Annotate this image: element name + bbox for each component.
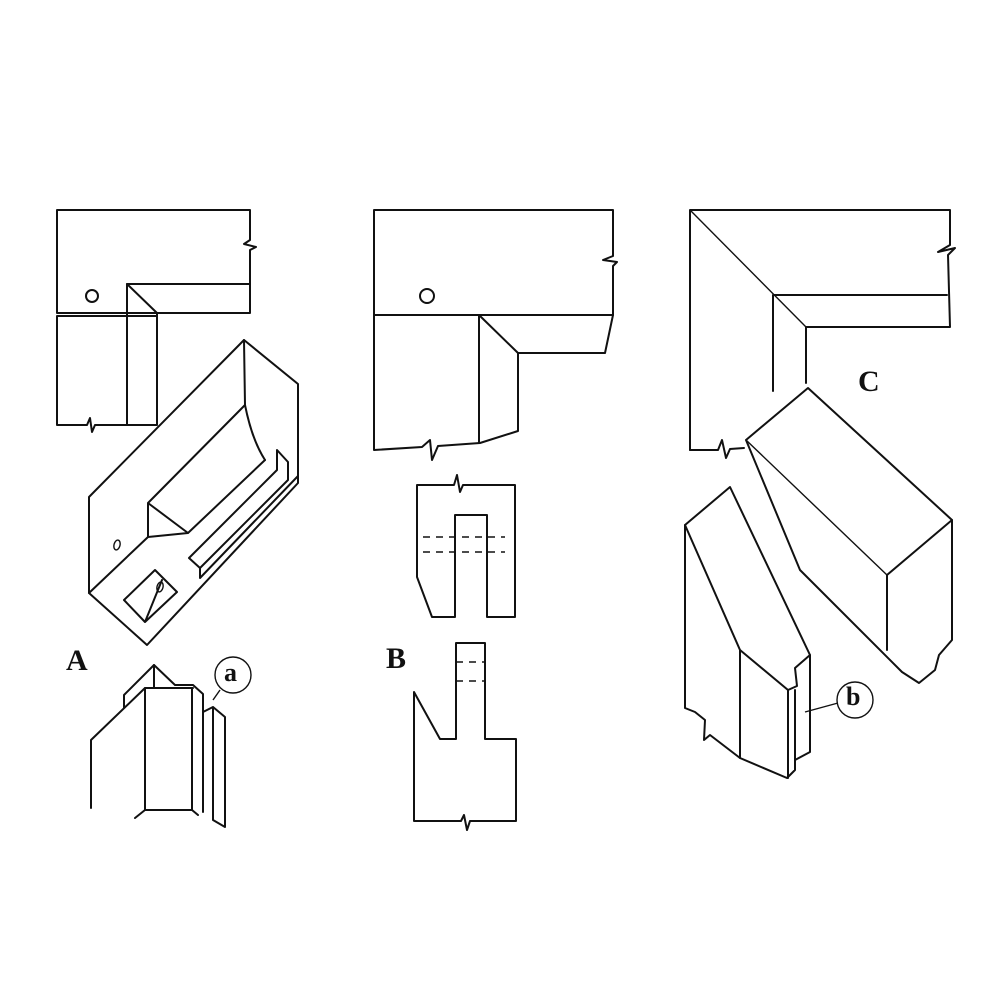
figure-label-c: C	[858, 365, 880, 398]
figure-label-a: A	[66, 644, 88, 677]
figure-b-tenon	[413, 642, 517, 831]
callout-b-circle	[836, 681, 874, 719]
figure-b-mortise	[416, 474, 516, 618]
callout-label-a: a	[224, 658, 237, 687]
callout-a-circle	[214, 656, 252, 694]
figure-a-corner-detail	[90, 656, 252, 828]
figure-c-tongue-piece	[684, 486, 874, 779]
figure-label-b: B	[386, 642, 407, 675]
dowel-hole	[419, 288, 435, 304]
figure-c-mitre-block	[745, 387, 953, 684]
figure-b-top-view	[373, 209, 618, 461]
figure-c-top-view	[689, 209, 956, 459]
figure-a-exploded-block	[88, 339, 299, 646]
dowel-hole	[85, 289, 99, 303]
callout-label-b: b	[846, 682, 861, 711]
figure-a-top-view	[56, 209, 257, 433]
